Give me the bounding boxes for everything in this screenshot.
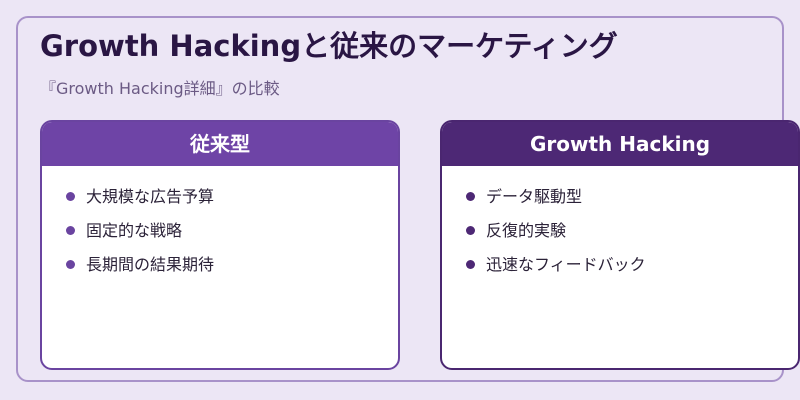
bullet-icon xyxy=(466,260,475,269)
growth-hacking-card-header: Growth Hacking xyxy=(442,122,798,166)
list-item: 固定的な戦略 xyxy=(66,220,398,254)
traditional-card: 従来型 大規模な広告予算 固定的な戦略 長期間の結果期待 xyxy=(40,120,400,370)
bullet-icon xyxy=(66,260,75,269)
bullet-icon xyxy=(466,226,475,235)
growth-hacking-list: データ駆動型 反復的実験 迅速なフィードバック xyxy=(442,166,798,288)
list-item: 反復的実験 xyxy=(466,220,798,254)
list-item-label: 迅速なフィードバック xyxy=(486,255,646,274)
bullet-icon xyxy=(66,226,75,235)
list-item: 迅速なフィードバック xyxy=(466,254,798,288)
bullet-icon xyxy=(66,192,75,201)
bullet-icon xyxy=(466,192,475,201)
traditional-card-header: 従来型 xyxy=(42,122,398,166)
list-item: 大規模な広告予算 xyxy=(66,186,398,220)
list-item-label: 反復的実験 xyxy=(486,221,567,240)
traditional-list: 大規模な広告予算 固定的な戦略 長期間の結果期待 xyxy=(42,166,398,288)
list-item-label: 長期間の結果期待 xyxy=(86,255,215,274)
list-item: 長期間の結果期待 xyxy=(66,254,398,288)
list-item-label: 大規模な広告予算 xyxy=(86,187,215,206)
page-title: Growth Hackingと従来のマーケティング xyxy=(40,29,618,63)
list-item-label: データ駆動型 xyxy=(486,187,583,206)
growth-hacking-card: Growth Hacking データ駆動型 反復的実験 迅速なフィードバック xyxy=(440,120,800,370)
list-item: データ駆動型 xyxy=(466,186,798,220)
list-item-label: 固定的な戦略 xyxy=(86,221,183,240)
page-subtitle: 『Growth Hacking詳細』の比較 xyxy=(40,79,280,98)
